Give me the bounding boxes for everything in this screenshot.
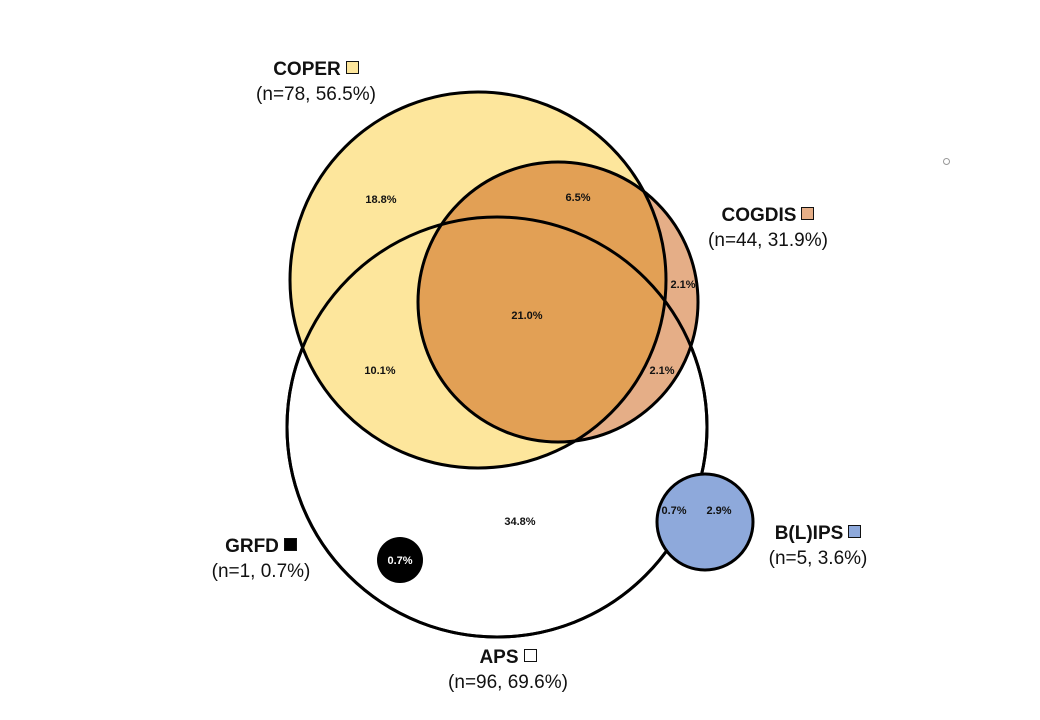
grfd-swatch [283, 538, 297, 551]
blips-count: (n=5, 3.6%) [768, 548, 868, 569]
cogdis-label: COGDIS (n=44, 31.9%) [690, 204, 846, 254]
region-cogdis-only-label: 2.1% [670, 279, 695, 291]
aps-outline [285, 215, 709, 639]
region-cogdis-aps-label: 2.1% [649, 365, 674, 377]
coper-name: COPER [273, 59, 341, 80]
aps-name: APS [479, 647, 519, 668]
grfd-count: (n=1, 0.7%) [211, 561, 311, 582]
blips-label: B(L)IPS (n=5, 3.6%) [748, 522, 888, 572]
blips-circle [655, 472, 755, 572]
region-coper-cogdis-label: 6.5% [565, 192, 590, 204]
blips-swatch [848, 525, 862, 538]
blips-name: B(L)IPS [774, 523, 844, 544]
cogdis-outline [416, 160, 700, 444]
aps-label: APS (n=96, 69.6%) [428, 646, 588, 696]
grfd-label: GRFD (n=1, 0.7%) [196, 535, 326, 585]
region-grfd-label: 0.7% [387, 555, 412, 567]
region-aps-only-label: 34.8% [504, 516, 535, 528]
region-coper-only-label: 18.8% [365, 194, 396, 206]
coper-count: (n=78, 56.5%) [256, 84, 376, 105]
cogdis-name: COGDIS [721, 205, 797, 226]
grfd-name: GRFD [225, 536, 279, 557]
coper-label: COPER (n=78, 56.5%) [238, 58, 394, 108]
aps-count: (n=96, 69.6%) [448, 672, 568, 693]
region-coper-aps-label: 10.1% [364, 365, 395, 377]
stray-dot [943, 158, 950, 165]
aps-swatch [523, 649, 537, 662]
cogdis-swatch [801, 207, 815, 220]
region-blips-only-label: 2.9% [706, 505, 731, 517]
coper-outline [288, 90, 668, 470]
coper-swatch [345, 61, 359, 74]
cogdis-count: (n=44, 31.9%) [708, 230, 828, 251]
region-blips-aps-label: 0.7% [661, 505, 686, 517]
coper-cogdis-overlap [418, 162, 666, 442]
region-center-label: 21.0% [511, 310, 542, 322]
grfd-circle [377, 537, 423, 583]
